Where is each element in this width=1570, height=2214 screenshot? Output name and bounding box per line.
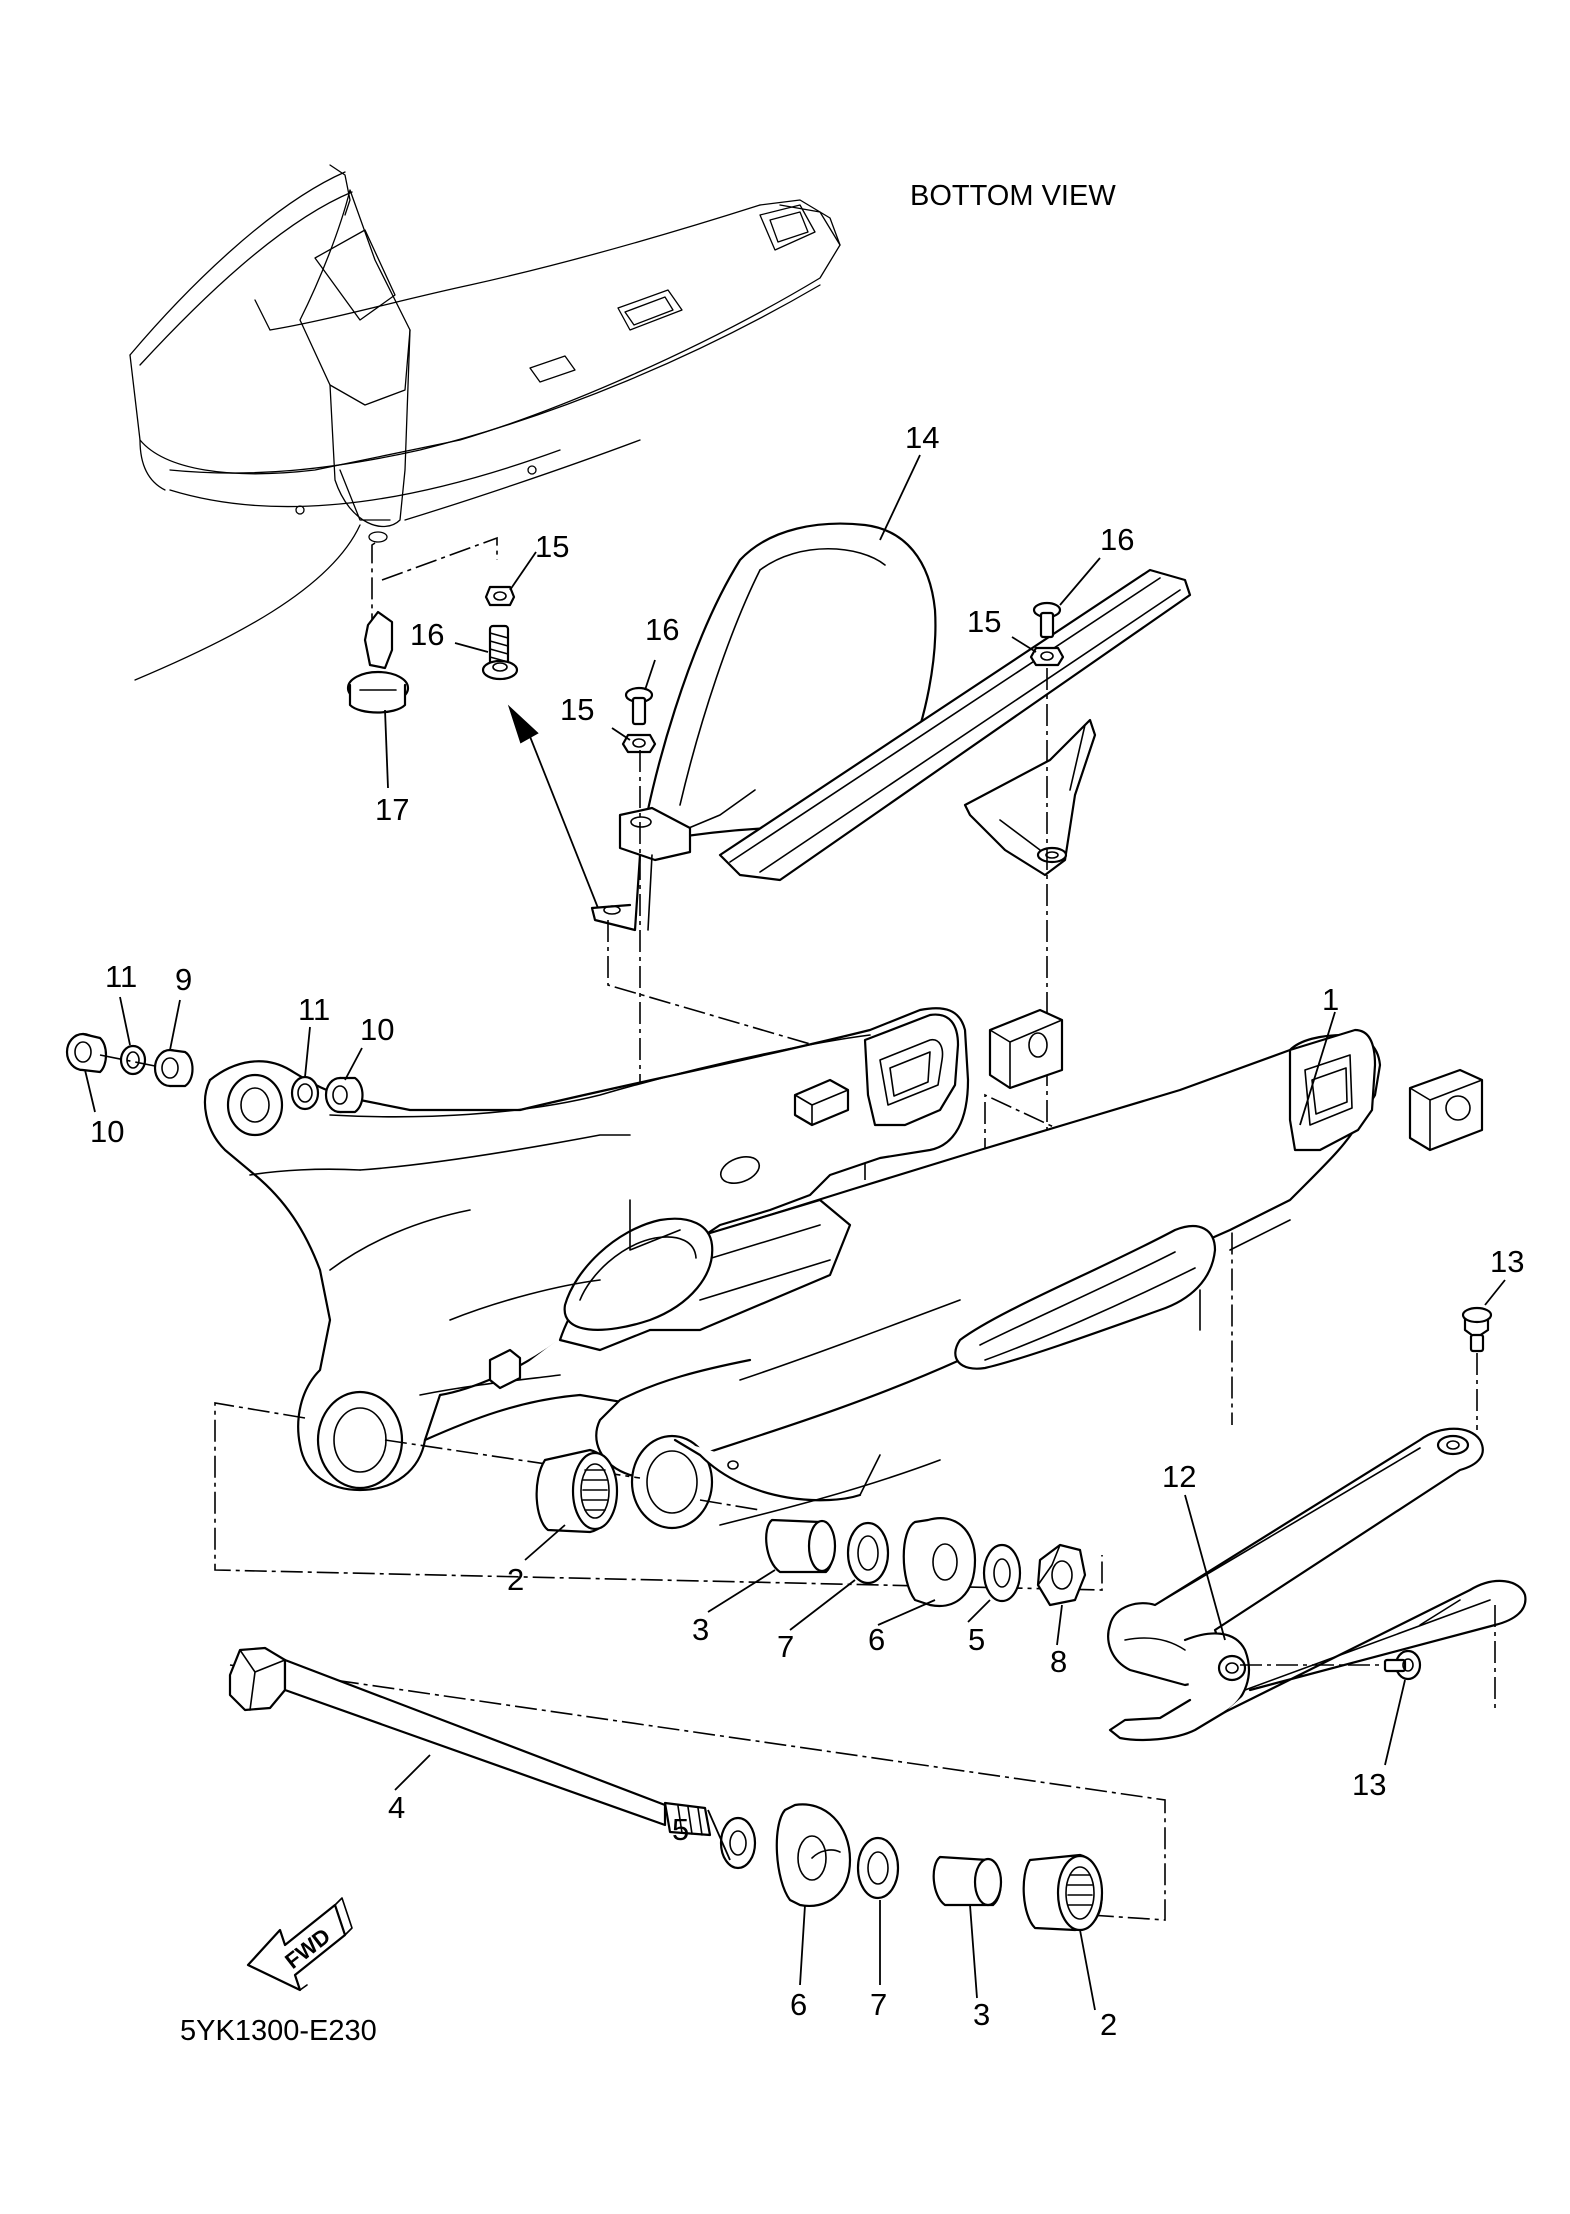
callout-15: 15 (560, 692, 594, 727)
callout-11: 11 (298, 992, 330, 1027)
washer-part-15-center (621, 733, 657, 754)
callout-5: 5 (672, 1812, 689, 1847)
washer-part-7-upper (846, 1521, 890, 1585)
spacer-part-6-lower (775, 1803, 852, 1907)
rubber-pad-lower (1408, 1068, 1484, 1152)
callout-15: 15 (535, 529, 569, 564)
washer-part-15-loose (484, 585, 516, 607)
washer-part-7-lower (856, 1836, 900, 1900)
swingarm-part-1 (203, 1007, 1382, 1530)
callout-9: 9 (175, 962, 192, 997)
axle-line (229, 1664, 1166, 1921)
washer-part-5-upper (982, 1543, 1022, 1603)
callout-numbers: 1 2 2 3 3 4 5 5 6 6 7 7 8 9 10 10 11 11 … (90, 420, 1524, 2042)
callout-2: 2 (1100, 2007, 1117, 2042)
mudguard-part-14 (590, 522, 1192, 932)
callout-8: 8 (1050, 1644, 1067, 1679)
callout-3: 3 (973, 1997, 990, 2032)
callout-4: 4 (388, 1790, 405, 1825)
callout-6: 6 (868, 1622, 885, 1657)
bushing-line (99, 1054, 156, 1067)
bearing-part-2-upper (535, 1448, 619, 1534)
nut-part-8 (1036, 1543, 1087, 1607)
view-label: BOTTOM VIEW (910, 180, 1116, 212)
washer-part-5-lower (719, 1816, 757, 1870)
bushing-part-9 (153, 1048, 194, 1088)
callout-6: 6 (790, 1987, 807, 2022)
fwd-arrow-icon: FWD (246, 1897, 353, 1992)
bearing-part-2-lower (1022, 1853, 1104, 1932)
pivot-line-center (384, 1439, 641, 1479)
callout-10: 10 (360, 1012, 394, 1047)
bottom-view-frame (129, 164, 841, 681)
reference-arrow (507, 704, 599, 909)
pivot-bracket-line (214, 1402, 1103, 1591)
diagram-code: 5YK1300-E230 (180, 2015, 377, 2047)
callout-3: 3 (692, 1612, 709, 1647)
bolt-part-13-upper (1461, 1306, 1493, 1353)
pivot-line-center (699, 1499, 761, 1511)
collar-part-3-lower (932, 1855, 1003, 1907)
bolt-part-16-loose (481, 624, 519, 681)
callout-16: 16 (1100, 522, 1134, 557)
rubber-pad-upper (988, 1008, 1064, 1090)
bottom-view-leader (381, 536, 498, 581)
callout-1: 1 (1322, 982, 1339, 1017)
callout-5: 5 (968, 1622, 985, 1657)
callout-11: 11 (105, 959, 137, 994)
callout-14: 14 (905, 420, 939, 455)
cap-part-10-right (324, 1076, 364, 1114)
bolt-part-16-right (1032, 601, 1062, 639)
collar-part-3-upper (765, 1518, 837, 1574)
callout-16: 16 (410, 617, 444, 652)
leader-lines (84, 454, 1506, 2011)
callout-7: 7 (870, 1987, 887, 2022)
cap-part-10-left (65, 1032, 108, 1074)
callout-7: 7 (777, 1629, 794, 1664)
callout-13: 13 (1490, 1244, 1524, 1279)
oring-part-11-right (290, 1075, 320, 1111)
callout-17: 17 (375, 792, 409, 827)
oring-part-11-left (119, 1044, 147, 1076)
bolt-part-13-lower (1383, 1649, 1422, 1681)
callout-15: 15 (967, 604, 1001, 639)
callout-13: 13 (1352, 1767, 1386, 1802)
washer-part-15-right (1029, 646, 1065, 667)
clip-part-17 (346, 610, 410, 714)
bolt-part-16-center (624, 686, 654, 726)
pivot-shaft-part-4 (228, 1646, 712, 1837)
callout-10: 10 (90, 1114, 124, 1149)
brace-part-12 (1107, 1427, 1527, 1742)
callout-2: 2 (507, 1562, 524, 1597)
callout-16: 16 (645, 612, 679, 647)
callout-12: 12 (1162, 1459, 1196, 1494)
spacer-part-6-upper (902, 1517, 977, 1607)
mount-line (607, 920, 866, 1180)
